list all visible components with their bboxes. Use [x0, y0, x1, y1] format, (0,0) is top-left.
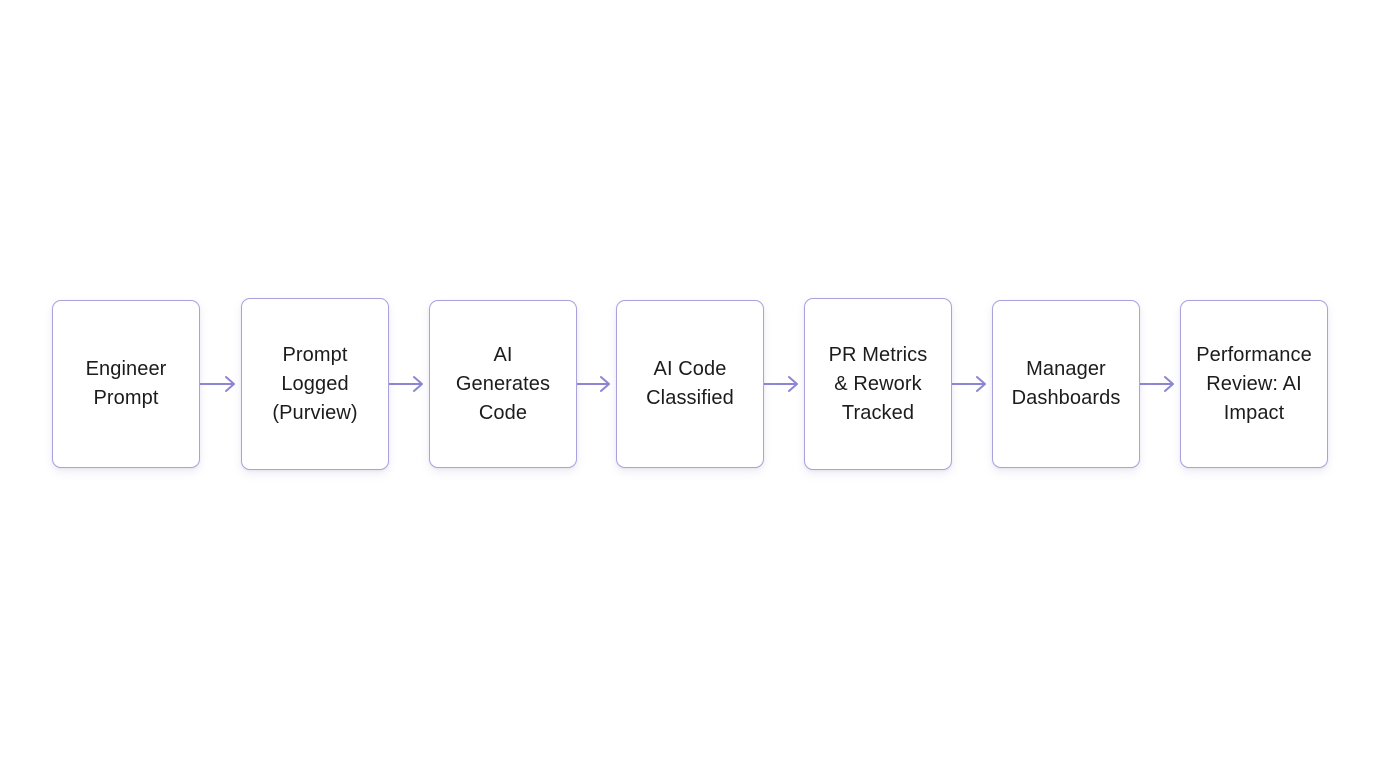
flow-node-label: Manager Dashboards: [1011, 358, 1121, 409]
flow-node-ai-code-classified[interactable]: AI Code Classified: [616, 300, 764, 468]
flow-arrow-engineer-prompt-to-prompt-logged: [200, 372, 241, 396]
flow-node-prompt-logged[interactable]: Prompt Logged (Purview): [241, 298, 389, 470]
flow-node-label: AI Generates Code: [455, 343, 551, 424]
flow-node-pr-metrics-rework[interactable]: PR Metrics & Rework Tracked: [804, 298, 952, 470]
flow-node-label: Engineer Prompt: [85, 358, 167, 409]
flow-node-engineer-prompt[interactable]: Engineer Prompt: [52, 300, 200, 468]
flow-arrow-ai-generates-code-to-ai-code-classified: [577, 372, 616, 396]
flow-node-label: AI Code Classified: [646, 358, 734, 409]
flow-arrow-prompt-logged-to-ai-generates-code: [389, 372, 429, 396]
flow-arrow-ai-code-classified-to-pr-metrics: [764, 372, 804, 396]
flow-node-label: Performance Review: AI Impact: [1196, 343, 1312, 424]
flowchart-node-row: Engineer Prompt Prompt Logged (Purview) …: [52, 296, 1328, 472]
flow-node-label: PR Metrics & Rework Tracked: [828, 343, 928, 424]
flow-node-ai-generates-code[interactable]: AI Generates Code: [429, 300, 577, 468]
flow-node-performance-review[interactable]: Performance Review: AI Impact: [1180, 300, 1328, 468]
flow-arrow-pr-metrics-to-manager-dashboards: [952, 372, 992, 396]
flow-node-manager-dashboards[interactable]: Manager Dashboards: [992, 300, 1140, 468]
flow-arrow-manager-dashboards-to-performance-review: [1140, 372, 1180, 396]
flow-node-label: Prompt Logged (Purview): [272, 343, 358, 424]
